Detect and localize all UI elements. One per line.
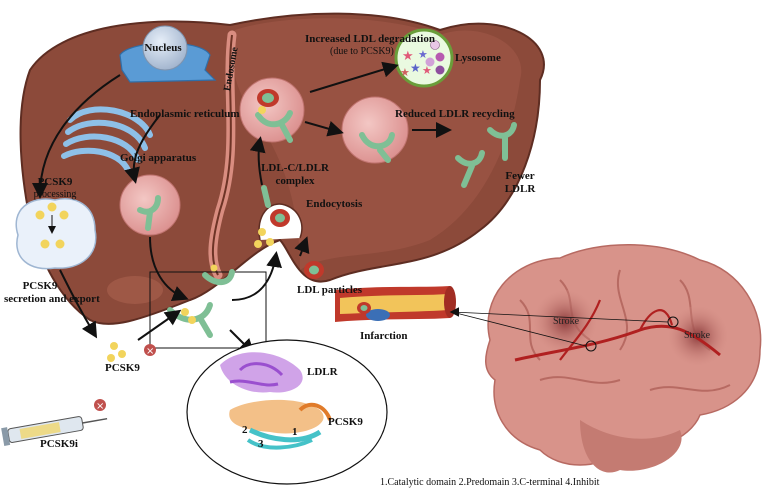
svg-text:★: ★: [400, 66, 410, 79]
complex-label-1: LDL-C/LDLR: [261, 162, 329, 174]
pcsk9-processing-label-1: PCSK9: [37, 176, 73, 188]
svg-text:★: ★: [402, 49, 414, 64]
nucleus-label: Nucleus: [144, 42, 182, 54]
ldl-degradation-label: Increased LDL degradation: [305, 33, 435, 45]
ldl-degradation-note: (due to PCSK9): [330, 46, 394, 57]
stroke-left-label: Stroke: [553, 316, 580, 327]
pcsk9-processing-label-2: processing: [33, 189, 77, 200]
reduced-recycling-label: Reduced LDLR recycling: [395, 108, 515, 120]
pcsk9-structure-label: PCSK9: [328, 416, 363, 428]
svg-text:×: ×: [146, 346, 154, 357]
svg-text:★: ★: [418, 48, 428, 61]
svg-text:×: ×: [96, 401, 104, 412]
golgi-label: Golgi apparatus: [120, 152, 197, 164]
pcsk9i-label: PCSK9i: [40, 438, 78, 450]
ldl-particles-label: LDL particles: [297, 284, 363, 296]
inhibit-number-4: 4: [103, 392, 108, 403]
lysosome-label: Lysosome: [455, 52, 501, 64]
er-label: Endoplasmic reticulum: [130, 108, 240, 120]
ldlr-structure-label: LDLR: [307, 366, 338, 378]
secretion-label-2: secretion and export: [4, 293, 100, 305]
fewer-ldlr-label-2: LDLR: [504, 183, 536, 195]
fewer-ldlr-label-1: Fewer: [505, 170, 535, 182]
complex-label-2: complex: [275, 175, 315, 187]
endocytosis-label: Endocytosis: [306, 198, 363, 210]
svg-text:★: ★: [410, 61, 421, 75]
domain-legend: 1.Catalytic domain 2.Predomain 3.C-termi…: [380, 477, 600, 488]
domain-number-1: 1: [292, 426, 298, 438]
secretion-label-1: PCSK9: [22, 280, 58, 292]
domain-number-2: 2: [242, 424, 248, 436]
stroke-right-label: Stroke: [684, 330, 711, 341]
infarction-label: Infarction: [360, 330, 408, 342]
domain-number-3: 3: [258, 438, 264, 450]
svg-text:★: ★: [422, 64, 432, 77]
pcsk9-free-label: PCSK9: [105, 362, 140, 374]
